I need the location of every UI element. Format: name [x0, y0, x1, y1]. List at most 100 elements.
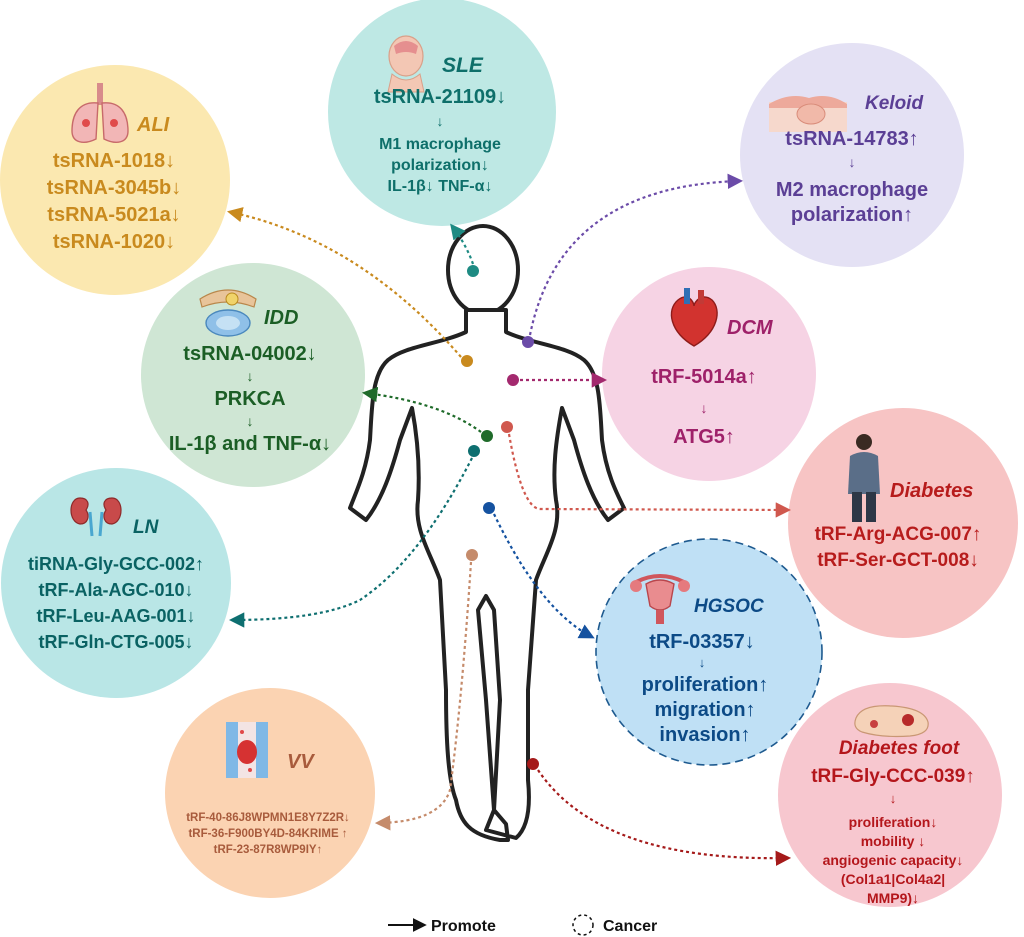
sle-line: M1 macrophage: [379, 136, 501, 153]
hgsoc-line: migration↑: [654, 699, 755, 721]
hgsoc-title: HGSOC: [694, 596, 764, 617]
dcm-title: DCM: [727, 317, 774, 339]
ali-circle: [0, 65, 230, 295]
node-ali: [0, 65, 230, 295]
ali-dot: [461, 355, 473, 367]
sle-title: SLE: [442, 54, 484, 77]
sle-line: IL-1β↓ TNF-α↓: [388, 178, 493, 195]
idd-line: ↓: [247, 413, 254, 429]
legend-cancer-label: Cancer: [603, 918, 657, 935]
idd-dot: [481, 430, 493, 442]
head-icon: [387, 35, 425, 93]
sle-line: tsRNA-21109↓: [374, 86, 506, 108]
idd-line: IL-1β and TNF-α↓: [169, 433, 331, 455]
vv-line: tRF-40-86J8WPMN1E8Y7Z2R↓: [186, 812, 350, 824]
uterus-icon: [630, 574, 690, 624]
foot-line: mobility ↓: [861, 833, 926, 849]
diabetes-circle: [788, 408, 1018, 638]
diabetes-connector: [507, 433, 792, 518]
foot-line: angiogenic capacity↓: [823, 852, 964, 868]
skin-icon: [769, 96, 847, 132]
dcm-line: ↓: [701, 400, 708, 416]
node-sle: [328, 0, 556, 226]
idd-title: IDD: [264, 307, 298, 329]
ali-title: ALI: [136, 114, 170, 136]
sle-line: ↓: [437, 113, 444, 129]
foot-icon: [854, 705, 929, 738]
diabetes-title: Diabetes: [890, 480, 973, 502]
keloid-dot: [522, 336, 534, 348]
sle-circle: [328, 0, 556, 226]
dcm-dot: [507, 374, 519, 386]
ali-line: tsRNA-5021a↓: [47, 204, 180, 226]
ln-title: LN: [133, 517, 160, 538]
sle-line: polarization↓: [391, 157, 489, 174]
foot-line: MMP9)↓: [867, 890, 919, 906]
foot-line: ↓: [890, 791, 897, 806]
ln-line: tiRNA-Gly-GCC-002↑: [28, 554, 204, 574]
foot-line: (Col1a1|Col4a2|: [841, 871, 945, 887]
node-diabetes: [788, 408, 1018, 638]
idd-line: tsRNA-04002↓: [183, 343, 316, 365]
ln-line: tRF-Leu-AAG-001↓: [36, 606, 195, 626]
keloid-title: Keloid: [865, 93, 923, 114]
ali-line: tsRNA-1018↓: [53, 150, 175, 172]
foot-circle: [778, 683, 1002, 907]
vv-dot: [466, 549, 478, 561]
hgsoc-line: ↓: [699, 655, 706, 670]
vv-line: tRF-36-F900BY4D-84KRIME ↑: [188, 828, 347, 840]
vv-connector: [374, 561, 473, 831]
body-head: [446, 224, 520, 316]
body-torso: [348, 308, 626, 842]
ln-connector: [228, 457, 473, 628]
node-ln: [1, 468, 231, 698]
person-icon: [848, 434, 880, 522]
connectors: [226, 173, 792, 866]
heart-icon: [670, 288, 718, 347]
foot-title: Diabetes foot: [839, 738, 960, 759]
human-body-outline: [348, 224, 626, 842]
keloid-line: polarization↑: [791, 204, 913, 226]
idd-connector: [361, 386, 482, 433]
lungs-icon: [71, 83, 129, 143]
legend: Promote Cancer: [388, 914, 657, 936]
ln-dot: [468, 445, 480, 457]
keloid-line: tsRNA-14783↑: [785, 128, 918, 150]
ln-line: tRF-Gln-CTG-005↓: [39, 632, 194, 652]
cancer-dashed-circle-icon: [572, 914, 594, 936]
ali-connector: [226, 207, 462, 358]
dcm-line: ATG5↑: [673, 426, 735, 448]
foot-connector: [537, 769, 792, 866]
vein-icon: [226, 722, 268, 778]
ali-line: tsRNA-1020↓: [53, 231, 175, 253]
vv-line: tRF-23-87R8WP9IY↑: [214, 844, 323, 856]
legend-promote-label: Promote: [431, 918, 496, 935]
idd-line: ↓: [247, 368, 254, 384]
hgsoc-dot: [483, 502, 495, 514]
dcm-line: tRF-5014a↑: [651, 366, 757, 388]
sle-dot: [467, 265, 479, 277]
foot-dot: [527, 758, 539, 770]
hgsoc-line: proliferation↑: [642, 674, 769, 696]
hgsoc-line: invasion↑: [659, 724, 750, 746]
diabetes-dot: [501, 421, 513, 433]
hgsoc-connector: [493, 513, 595, 639]
spine-disc-icon: [199, 289, 257, 337]
keloid-connector: [528, 173, 744, 336]
dcm-circle: [602, 267, 816, 481]
idd-line: PRKCA: [214, 388, 285, 410]
foot-line: tRF-Gly-CCC-039↑: [811, 766, 975, 787]
vv-title: VV: [287, 751, 315, 773]
node-dcm: [602, 267, 816, 481]
node-vv: [165, 688, 375, 898]
ali-line: tsRNA-3045b↓: [47, 177, 181, 199]
diabetes-line: tRF-Ser-GCT-008↓: [817, 550, 979, 571]
ln-line: tRF-Ala-AGC-010↓: [38, 580, 193, 600]
vv-circle: [165, 688, 375, 898]
keloid-line: ↓: [849, 154, 856, 170]
node-idd: [141, 263, 365, 487]
diabetes-line: tRF-Arg-ACG-007↑: [815, 524, 982, 545]
node-foot: [778, 683, 1002, 907]
hgsoc-line: tRF-03357↓: [649, 631, 755, 653]
